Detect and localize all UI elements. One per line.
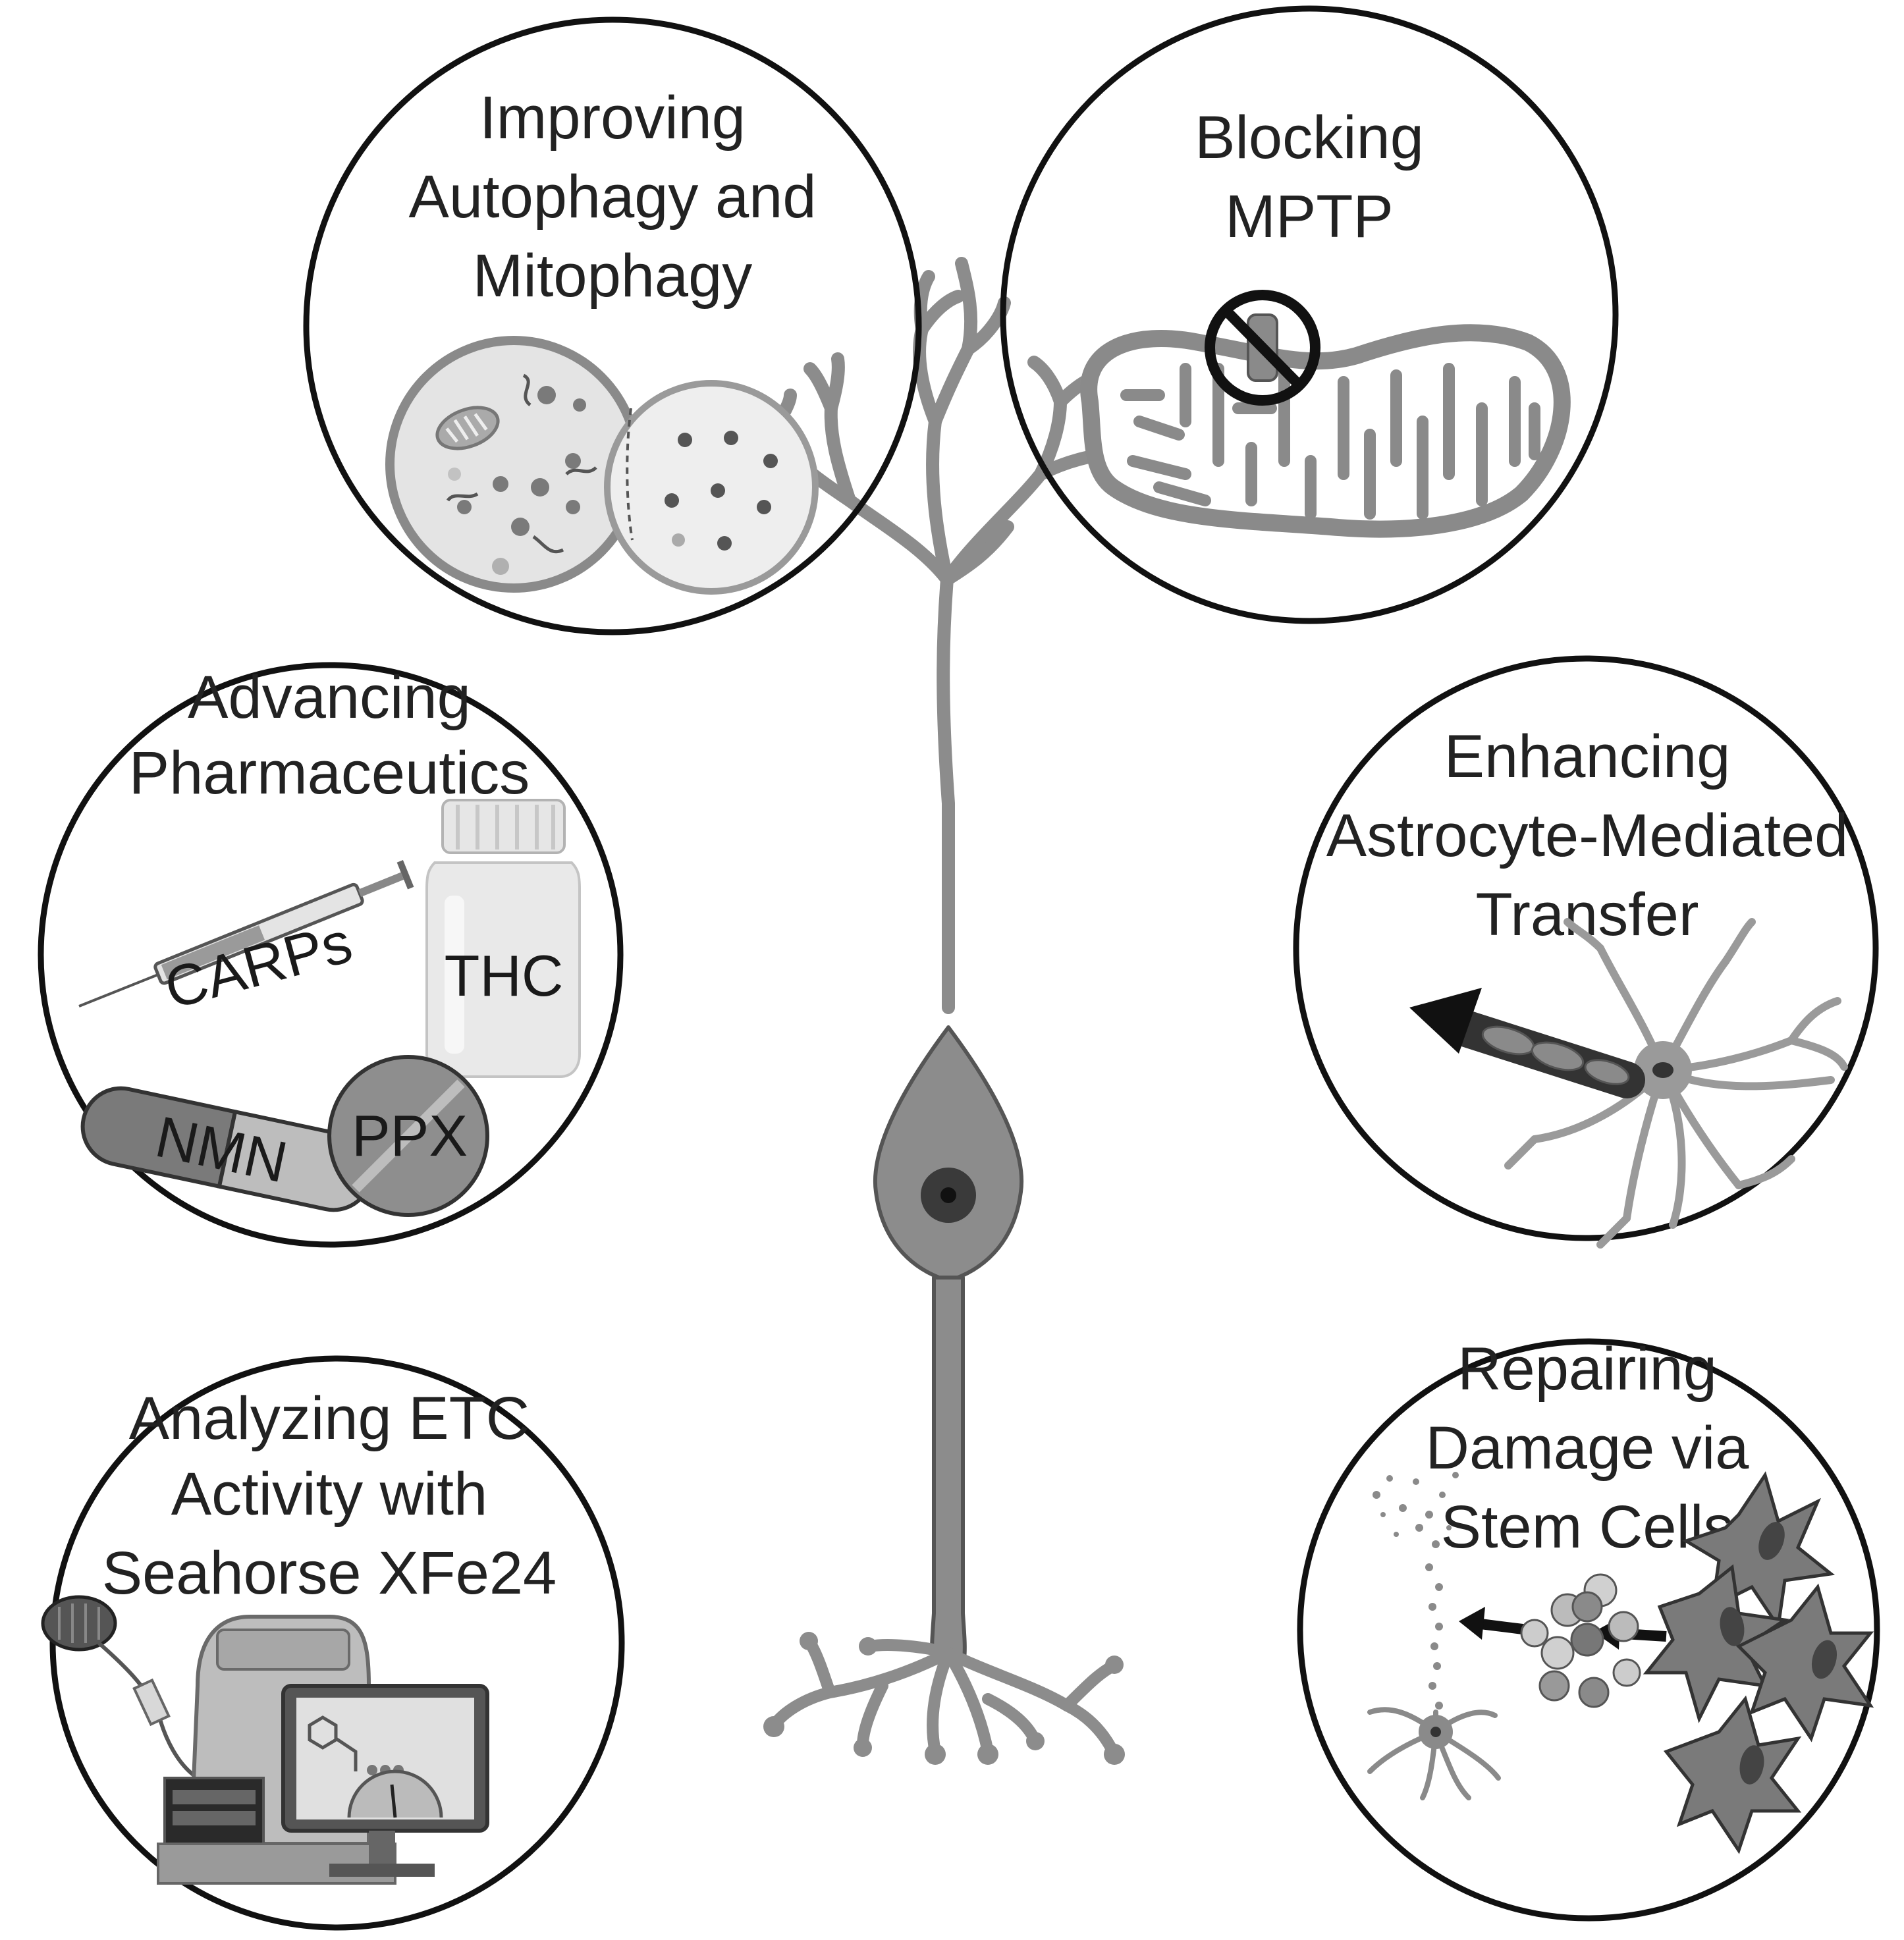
- neuron-axon-terminals: [768, 1637, 1119, 1758]
- seahorse-analyzer-icon: [41, 1595, 489, 1885]
- panel-pharma-title-line-1: Advancing: [188, 664, 471, 731]
- panel-pharma: Advancing Pharmaceutics CARPs THC: [38, 662, 624, 1248]
- panel-seahorse-title-line-3: Seahorse XFe24: [102, 1540, 557, 1607]
- panel-mptp-circle: [1000, 5, 1619, 624]
- syringe-icon: [78, 860, 414, 1008]
- autophagosome-lysosome-icon: [385, 336, 819, 595]
- panel-stemcells-circle: [1297, 1338, 1880, 1922]
- tablet-label: PPX: [352, 1103, 468, 1168]
- panel-autophagy-title-line-1: Improving: [479, 84, 746, 151]
- panel-pharma-title-line-2: Pharmaceutics: [129, 740, 530, 807]
- capsule-label: NMN: [150, 1104, 293, 1195]
- tablet-icon: [327, 1055, 489, 1217]
- panel-autophagy-title-line-2: Autophagy and: [409, 163, 817, 230]
- panel-astrocyte-title-line-1: Enhancing: [1444, 723, 1731, 790]
- panel-seahorse-title-line-1: Analyzing ETC: [129, 1385, 530, 1452]
- neuron-axon: [930, 1276, 967, 1661]
- panel-stemcells-title-line-3: Stem Cells: [1441, 1494, 1734, 1561]
- panel-autophagy-title-line-3: Mitophagy: [473, 242, 752, 310]
- panel-stemcells-title-line-1: Repairing: [1457, 1335, 1717, 1403]
- panel-mptp-title-line-2: MPTP: [1225, 183, 1394, 250]
- stem-cells-repair-icon: [1367, 1471, 1874, 1854]
- neuron-soma: [873, 1025, 1024, 1283]
- damaged-neuron-icon: [1373, 1472, 1459, 1710]
- panel-astrocyte-title-line-2: Astrocyte-Mediated: [1326, 802, 1849, 869]
- panel-stemcells: Repairing Damage via Stem Cells: [1297, 1335, 1880, 1922]
- panel-autophagy-circle: [303, 16, 922, 635]
- bottle-label: THC: [445, 943, 564, 1008]
- panel-mptp-title-line-1: Blocking: [1195, 104, 1424, 171]
- mitochondrion-blocked-pore-icon: [1080, 290, 1571, 538]
- panel-astrocyte-circle: [1293, 655, 1879, 1241]
- panel-seahorse: Analyzing ETC Activity with Seahorse XFe…: [41, 1355, 625, 1931]
- panel-autophagy: Improving Autophagy and Mitophagy: [303, 16, 922, 635]
- panel-pharma-circle: [38, 662, 624, 1248]
- neuron-terminal-buttons: [763, 1632, 1125, 1765]
- panel-astrocyte: Enhancing Astrocyte-Mediated Transfer: [1293, 655, 1879, 1249]
- astrocyte-mitochondria-transfer-icon: [1409, 918, 1848, 1249]
- panel-stemcells-title-line-2: Damage via: [1426, 1415, 1750, 1482]
- panel-seahorse-title-line-2: Activity with: [171, 1461, 488, 1528]
- panel-mptp: Blocking MPTP: [1000, 5, 1619, 624]
- pill-bottle-icon: [425, 799, 581, 1078]
- neuron-dendrites: [744, 257, 1141, 1014]
